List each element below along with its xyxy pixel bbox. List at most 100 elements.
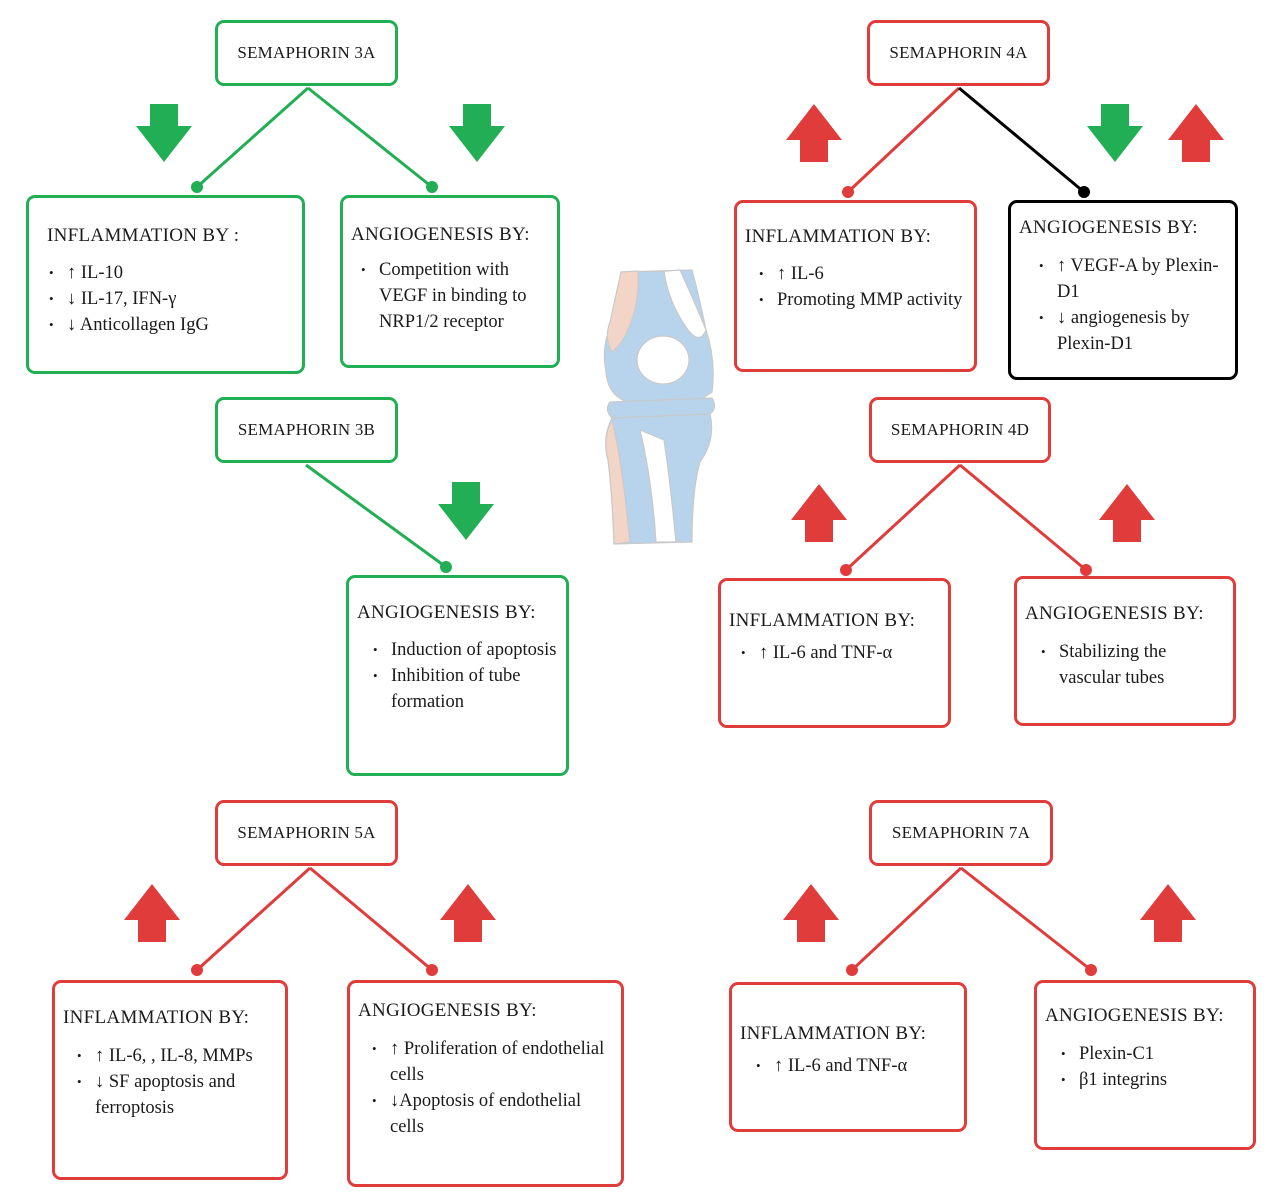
- list-item: ↑ VEGF-A by Plexin-D1: [1037, 253, 1227, 305]
- list-item: ↑ IL-6 and TNF-α: [739, 640, 940, 666]
- sema4d-inflammation-list: ↑ IL-6 and TNF-α: [729, 640, 940, 666]
- sema5a-inflammation-box: INFLAMMATION BY: ↑ IL-6, , IL-8, MMPs ↓ …: [52, 980, 288, 1180]
- list-item: Plexin-C1: [1059, 1041, 1245, 1067]
- sema3a-angiogenesis-box: ANGIOGENESIS BY: Competition with VEGF i…: [340, 195, 560, 368]
- down-arrow-icon: [136, 104, 192, 162]
- list-item: ↓ SF apoptosis and ferroptosis: [75, 1069, 277, 1121]
- list-item: ↑ Proliferation of endothelial cells: [370, 1036, 613, 1088]
- up-arrow-icon: [783, 884, 839, 942]
- sema3b-title: SEMAPHORIN 3B: [237, 420, 376, 439]
- list-item: ↓ IL-17, IFN-γ: [47, 286, 294, 312]
- sema4d-title-box: SEMAPHORIN 4D: [869, 397, 1051, 463]
- sema4a-angiogenesis-box: ANGIOGENESIS BY: ↑ VEGF-A by Plexin-D1 ↓…: [1008, 200, 1238, 380]
- knee-joint-icon: [603, 269, 716, 545]
- sema5a-title-box: SEMAPHORIN 5A: [215, 800, 398, 866]
- connector-4d-inflammation: [844, 463, 962, 572]
- sema3a-angiogenesis-list: Competition with VEGF in binding to NRP1…: [351, 257, 549, 335]
- sema3b-angiogenesis-heading: ANGIOGENESIS BY:: [357, 602, 536, 623]
- list-item: ↓ angiogenesis by Plexin-D1: [1037, 305, 1227, 357]
- sema4d-angiogenesis-heading: ANGIOGENESIS BY:: [1025, 603, 1204, 624]
- list-item: ↑ IL-10: [47, 260, 294, 286]
- up-arrow-icon: [791, 484, 847, 542]
- dot: [840, 564, 852, 576]
- list-item: Stabilizing the vascular tubes: [1039, 639, 1225, 691]
- sema3a-title-box: SEMAPHORIN 3A: [215, 20, 398, 86]
- sema3b-title-box: SEMAPHORIN 3B: [215, 397, 398, 463]
- sema7a-inflammation-heading: INFLAMMATION BY:: [740, 1023, 927, 1044]
- sema5a-title: SEMAPHORIN 5A: [237, 823, 376, 842]
- down-arrow-icon: [449, 104, 505, 162]
- sema3a-inflammation-box: INFLAMMATION BY : ↑ IL-10 ↓ IL-17, IFN-γ…: [26, 195, 305, 374]
- sema7a-title: SEMAPHORIN 7A: [891, 823, 1031, 842]
- dot: [1080, 564, 1092, 576]
- sema4a-angiogenesis-heading: ANGIOGENESIS BY:: [1019, 217, 1198, 238]
- connector-3a-angiogenesis: [307, 86, 433, 189]
- sema3b-angiogenesis-box: ANGIOGENESIS BY: Induction of apoptosis …: [346, 575, 569, 776]
- connector-4d-angiogenesis: [959, 463, 1087, 572]
- up-arrow-icon: [1099, 484, 1155, 542]
- sema3a-inflammation-list: ↑ IL-10 ↓ IL-17, IFN-γ ↓ Anticollagen Ig…: [47, 260, 294, 338]
- sema4d-angiogenesis-box: ANGIOGENESIS BY: Stabilizing the vascula…: [1014, 576, 1236, 726]
- dot: [191, 964, 203, 976]
- patella: [636, 335, 690, 385]
- sema7a-angiogenesis-list: Plexin-C1 β1 integrins: [1045, 1041, 1245, 1093]
- dot: [426, 964, 438, 976]
- list-item: Competition with VEGF in binding to NRP1…: [359, 257, 549, 335]
- sema5a-angiogenesis-list: ↑ Proliferation of endothelial cells ↓Ap…: [358, 1036, 613, 1140]
- connectors: [195, 86, 1092, 972]
- effect-arrows: [124, 104, 1224, 942]
- up-arrow-icon: [1140, 884, 1196, 942]
- sema5a-inflammation-list: ↑ IL-6, , IL-8, MMPs ↓ SF apoptosis and …: [63, 1043, 277, 1121]
- connector-7a-inflammation: [850, 866, 963, 972]
- connector-3b-angiogenesis: [305, 463, 447, 569]
- dot: [1085, 964, 1097, 976]
- sema4a-inflammation-box: INFLAMMATION BY: ↑ IL-6 Promoting MMP ac…: [734, 200, 977, 372]
- list-item: ↓Apoptosis of endothelial cells: [370, 1088, 613, 1140]
- list-item: ↓ Anticollagen IgG: [47, 312, 294, 338]
- sema7a-title-box: SEMAPHORIN 7A: [869, 800, 1053, 866]
- down-arrow-icon: [1087, 104, 1143, 162]
- sema3a-angiogenesis-heading: ANGIOGENESIS BY:: [351, 224, 530, 245]
- list-item: β1 integrins: [1059, 1067, 1245, 1093]
- sema5a-angiogenesis-box: ANGIOGENESIS BY: ↑ Proliferation of endo…: [347, 980, 624, 1187]
- sema3b-angiogenesis-list: Induction of apoptosis Inhibition of tub…: [357, 637, 558, 715]
- connector-dots: [191, 181, 1097, 976]
- dot: [426, 181, 438, 193]
- sema7a-angiogenesis-heading: ANGIOGENESIS BY:: [1045, 1005, 1224, 1026]
- list-item: ↑ IL-6, , IL-8, MMPs: [75, 1043, 277, 1069]
- sema4d-inflammation-heading: INFLAMMATION BY:: [729, 610, 916, 631]
- sema4d-angiogenesis-list: Stabilizing the vascular tubes: [1025, 639, 1225, 691]
- connector-5a-inflammation: [195, 866, 312, 972]
- sema4a-title: SEMAPHORIN 4A: [889, 43, 1028, 62]
- list-item: ↑ IL-6: [757, 261, 966, 287]
- sema4d-title: SEMAPHORIN 4D: [890, 420, 1030, 439]
- list-item: Inhibition of tube formation: [371, 663, 558, 715]
- sema5a-inflammation-heading: INFLAMMATION BY:: [63, 1007, 250, 1028]
- sema7a-angiogenesis-box: ANGIOGENESIS BY: Plexin-C1 β1 integrins: [1034, 980, 1256, 1150]
- connector-5a-angiogenesis: [309, 866, 433, 972]
- sema4a-angiogenesis-list: ↑ VEGF-A by Plexin-D1 ↓ angiogenesis by …: [1019, 253, 1227, 357]
- sema7a-inflammation-list: ↑ IL-6 and TNF-α: [740, 1053, 956, 1079]
- down-arrow-icon: [438, 482, 494, 540]
- dot: [191, 181, 203, 193]
- sema3a-inflammation-heading: INFLAMMATION BY :: [47, 225, 240, 246]
- sema4a-title-box: SEMAPHORIN 4A: [867, 20, 1050, 86]
- dot: [1078, 186, 1090, 198]
- sema7a-inflammation-box: INFLAMMATION BY: ↑ IL-6 and TNF-α: [729, 982, 967, 1132]
- sema4a-inflammation-list: ↑ IL-6 Promoting MMP activity: [745, 261, 966, 313]
- up-arrow-icon: [440, 884, 496, 942]
- dot: [440, 561, 452, 573]
- sema4a-inflammation-heading: INFLAMMATION BY:: [745, 226, 932, 247]
- list-item: ↑ IL-6 and TNF-α: [754, 1053, 956, 1079]
- up-arrow-icon: [786, 104, 842, 162]
- up-arrow-icon: [124, 884, 180, 942]
- connector-4a-angiogenesis: [958, 86, 1085, 194]
- connector-3a-inflammation: [196, 86, 309, 189]
- list-item: Promoting MMP activity: [757, 287, 966, 313]
- list-item: Induction of apoptosis: [371, 637, 558, 663]
- sema3a-title: SEMAPHORIN 3A: [237, 43, 376, 62]
- sema4d-inflammation-box: INFLAMMATION BY: ↑ IL-6 and TNF-α: [718, 578, 951, 728]
- dot: [842, 186, 854, 198]
- connector-4a-inflammation: [846, 86, 961, 194]
